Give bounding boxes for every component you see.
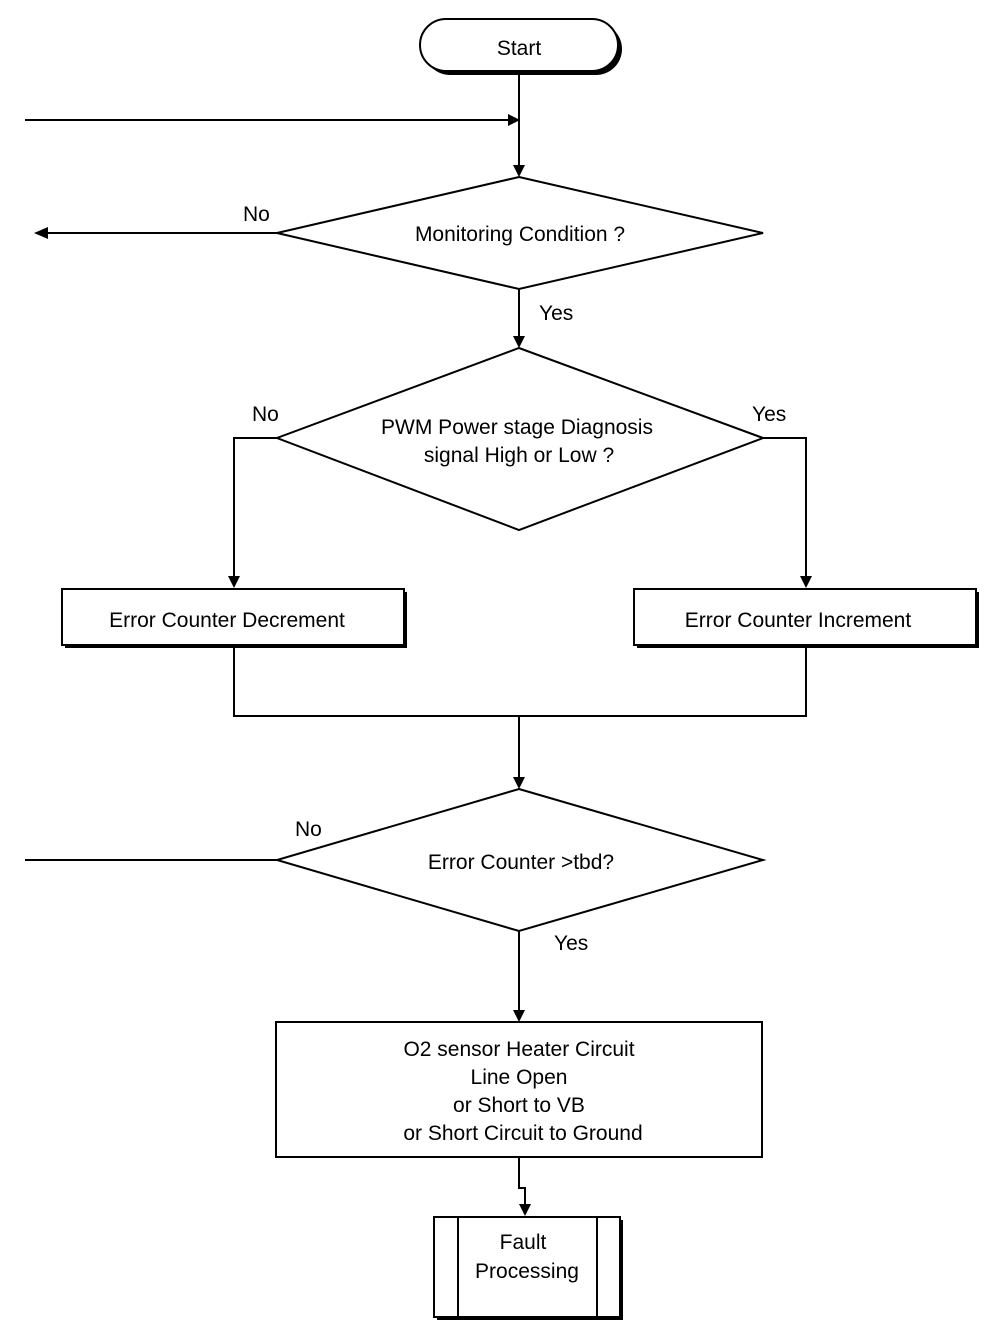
arrowhead <box>513 777 525 789</box>
fault-condition-line2: Line Open <box>471 1066 568 1089</box>
fault-processing-line1: Fault <box>500 1231 547 1254</box>
counter-no-label: No <box>295 818 322 841</box>
connector-pwm-no <box>233 437 277 578</box>
monitoring-yes-label: Yes <box>539 302 573 325</box>
decision-error-counter: Error Counter >tbd? <box>273 787 767 933</box>
box-error-counter-decrement: Error Counter Decrement <box>61 588 407 648</box>
decision-pwm-diagnosis: PWM Power stage Diagnosis signal High or… <box>274 346 766 532</box>
monitoring-no-label: No <box>243 203 270 226</box>
start-label: Start <box>497 37 542 60</box>
box-increment-label: Error Counter Increment <box>685 609 912 632</box>
decision-monitoring-condition: Monitoring Condition ? <box>276 175 764 291</box>
fault-processing-line2: Processing <box>475 1260 579 1283</box>
box-o2-sensor-fault: O2 sensor Heater Circuit Line Open or Sh… <box>275 1021 763 1158</box>
decision-pwm-label-line2: signal High or Low ? <box>424 444 614 467</box>
pwm-no-label: No <box>252 403 279 426</box>
connector-merge <box>233 648 807 717</box>
arrowhead <box>513 165 525 177</box>
arrowhead <box>800 576 812 588</box>
arrowhead <box>513 336 525 348</box>
counter-yes-label: Yes <box>554 932 588 955</box>
fault-condition-line3: or Short to VB <box>453 1094 585 1117</box>
decision-counter-label: Error Counter >tbd? <box>428 851 614 874</box>
connector-pwm-yes <box>763 437 807 578</box>
fault-condition-line1: O2 sensor Heater Circuit <box>403 1038 634 1061</box>
box-decrement-label: Error Counter Decrement <box>109 609 345 632</box>
connector-to-fault-processing <box>518 1157 526 1206</box>
decision-monitoring-label: Monitoring Condition ? <box>415 223 625 246</box>
arrowhead <box>34 227 48 239</box>
box-error-counter-increment: Error Counter Increment <box>633 588 979 648</box>
fault-condition-line4: or Short Circuit to Ground <box>403 1122 642 1145</box>
fault-processing-subroutine: Fault Processing <box>433 1216 623 1320</box>
arrowhead <box>508 114 520 126</box>
arrowhead <box>228 576 240 588</box>
decision-pwm-label-line1: PWM Power stage Diagnosis <box>381 416 653 439</box>
start-terminal: Start <box>419 18 622 75</box>
arrowhead <box>513 1010 525 1022</box>
pwm-yes-label: Yes <box>752 403 786 426</box>
arrowhead <box>519 1204 531 1216</box>
